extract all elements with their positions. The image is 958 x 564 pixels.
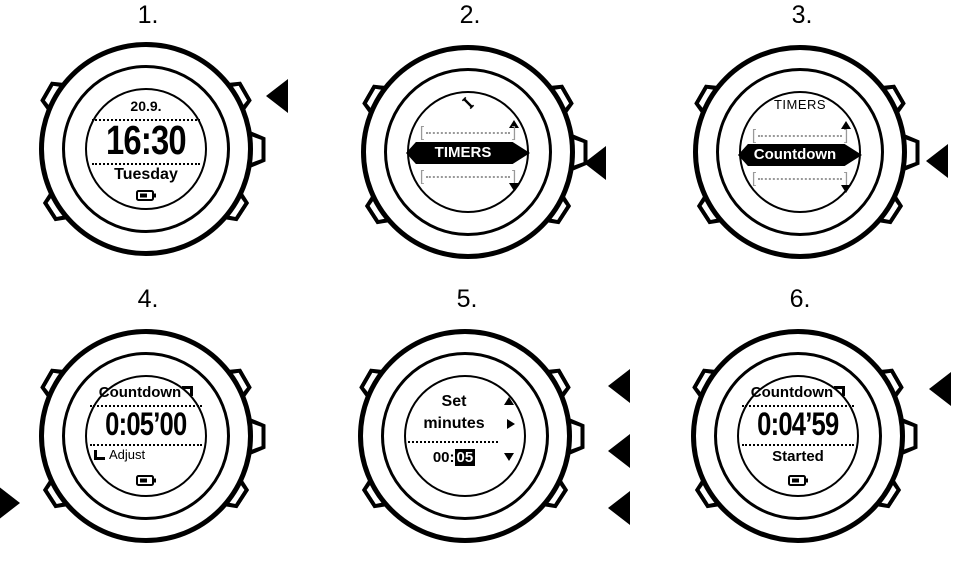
battery-icon bbox=[87, 473, 205, 491]
watch-bezel-ring bbox=[714, 352, 882, 520]
watch-bezel-ring bbox=[62, 65, 230, 233]
watch-screen: Set minutes 00:05 bbox=[404, 375, 526, 497]
watch-step-4: Countdown 0:05’00 Adjust bbox=[26, 316, 266, 556]
watch-step-2: [] TIMERS [] bbox=[348, 32, 588, 272]
step-label-2: 2. bbox=[459, 1, 481, 29]
menu-item-above: [] bbox=[751, 127, 849, 144]
press-arrow-bottom-right bbox=[608, 491, 630, 525]
dotted-divider bbox=[742, 405, 854, 407]
countdown-value: 0:05’00 bbox=[105, 406, 187, 442]
watch-bezel-ring bbox=[716, 68, 884, 236]
watch-screen: Countdown 0:05’00 Adjust bbox=[85, 375, 207, 497]
time-text: 16:30 bbox=[106, 117, 187, 163]
bottom-left-hook-icon bbox=[94, 450, 105, 460]
down-triangle-icon bbox=[509, 183, 519, 191]
value-prefix: 00: bbox=[432, 449, 455, 466]
step-label-1: 1. bbox=[137, 1, 159, 29]
value-row: 00:05 bbox=[406, 449, 502, 466]
press-arrow-top-right bbox=[608, 369, 630, 403]
countdown-title: Countdown bbox=[87, 385, 205, 401]
down-triangle-icon bbox=[841, 185, 851, 193]
press-arrow-middle-right bbox=[608, 434, 630, 468]
watch-screen: Countdown 0:04’59 Started bbox=[737, 375, 859, 497]
dotted-divider bbox=[90, 405, 202, 407]
watch-step-1: 20.9. 16:30 Tuesday bbox=[26, 29, 266, 269]
press-arrow-middle-right bbox=[584, 146, 606, 180]
status-text: Started bbox=[772, 448, 824, 465]
menu-item-above: [] bbox=[419, 124, 517, 141]
weekday-text: Tuesday bbox=[114, 166, 178, 183]
prompt-line-1: Set bbox=[441, 393, 467, 410]
adjust-hint: Adjust bbox=[94, 448, 145, 462]
watch-screen: TIMERS [] Countdown [] bbox=[738, 91, 862, 213]
press-arrow-top-right bbox=[929, 372, 951, 406]
up-triangle-icon bbox=[504, 397, 514, 405]
watch-step-6: Countdown 0:04’59 Started bbox=[678, 316, 918, 556]
watch-bezel-ring bbox=[381, 352, 549, 520]
menu-item-below: [] bbox=[419, 168, 517, 185]
menu-item-below: [] bbox=[751, 170, 849, 187]
dotted-divider bbox=[408, 441, 498, 443]
countdown-value: 0:04’59 bbox=[757, 406, 839, 442]
watch-step-5: Set minutes 00:05 bbox=[345, 316, 585, 556]
date-text: 20.9. bbox=[130, 98, 162, 114]
dotted-divider bbox=[92, 119, 200, 121]
selected-menu-item: Countdown bbox=[738, 144, 862, 166]
press-arrow-middle-right bbox=[926, 144, 948, 178]
watch-screen: [] TIMERS [] bbox=[406, 91, 530, 213]
battery-icon bbox=[739, 473, 857, 491]
top-right-hook-icon bbox=[182, 386, 194, 396]
dotted-divider bbox=[742, 444, 854, 446]
press-arrow-bottom-left bbox=[0, 486, 20, 520]
watch-screen: 20.9. 16:30 Tuesday bbox=[85, 88, 207, 210]
top-right-hook-icon bbox=[834, 386, 846, 396]
watch-step-3: TIMERS [] Countdown [] bbox=[680, 32, 920, 272]
up-triangle-icon bbox=[509, 120, 519, 128]
step-label-4: 4. bbox=[137, 285, 159, 313]
step-label-5: 5. bbox=[456, 285, 478, 313]
wrench-icon bbox=[461, 96, 475, 115]
dotted-divider bbox=[90, 444, 202, 446]
dotted-divider bbox=[92, 163, 200, 165]
prompt-line-2: minutes bbox=[423, 415, 485, 432]
step-label-6: 6. bbox=[789, 285, 811, 313]
down-triangle-icon bbox=[504, 453, 514, 461]
watch-bezel-ring bbox=[62, 352, 230, 520]
step-label-3: 3. bbox=[791, 1, 813, 29]
countdown-title: Countdown bbox=[739, 385, 857, 401]
battery-icon bbox=[87, 188, 205, 206]
right-triangle-icon bbox=[507, 419, 515, 429]
press-arrow-top-right bbox=[266, 79, 288, 113]
up-triangle-icon bbox=[841, 121, 851, 129]
menu-header: TIMERS bbox=[773, 97, 827, 112]
value-selected: 05 bbox=[454, 449, 476, 466]
selected-menu-item: TIMERS bbox=[406, 142, 530, 164]
watch-bezel-ring bbox=[384, 68, 552, 236]
